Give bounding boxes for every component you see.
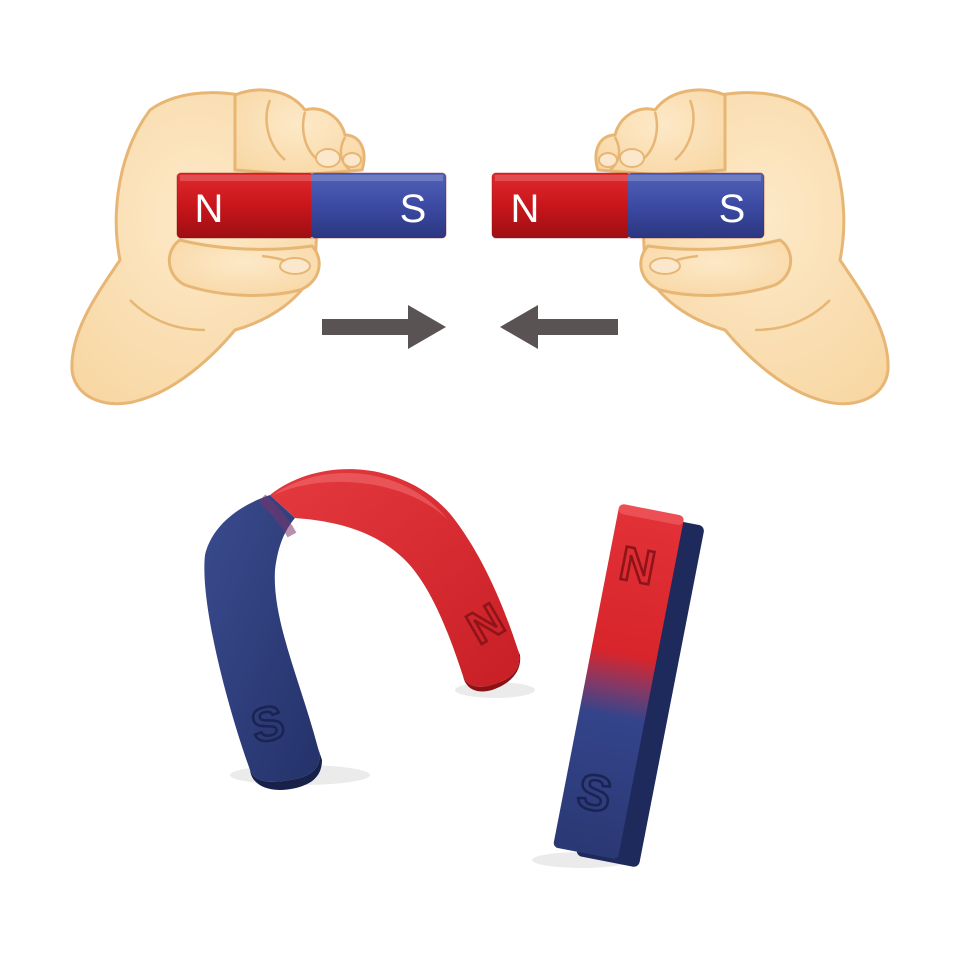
left-bar-magnet: N S (176, 172, 447, 239)
arrow-left-icon (500, 305, 618, 349)
arrow-right-icon (322, 305, 446, 349)
left-magnet-north (177, 173, 313, 238)
right-magnet-south (628, 173, 764, 238)
horseshoe-magnet: N S (204, 469, 535, 790)
right-magnet-south-label: S (719, 187, 746, 231)
left-hand (70, 88, 366, 406)
horseshoe-north-arm (270, 469, 520, 687)
right-magnet-north-label: N (511, 187, 540, 231)
photo-bar-magnet-body (553, 504, 684, 859)
horseshoe-south-arm (204, 495, 320, 782)
right-bar-magnet: N S (491, 172, 765, 239)
left-magnet-south-label: S (400, 187, 427, 231)
right-magnet-north (492, 173, 630, 238)
right-hand (594, 88, 890, 406)
left-magnet-north-label: N (195, 187, 224, 231)
photo-bar-magnet: N S (532, 504, 704, 868)
left-magnet-south (311, 173, 446, 238)
